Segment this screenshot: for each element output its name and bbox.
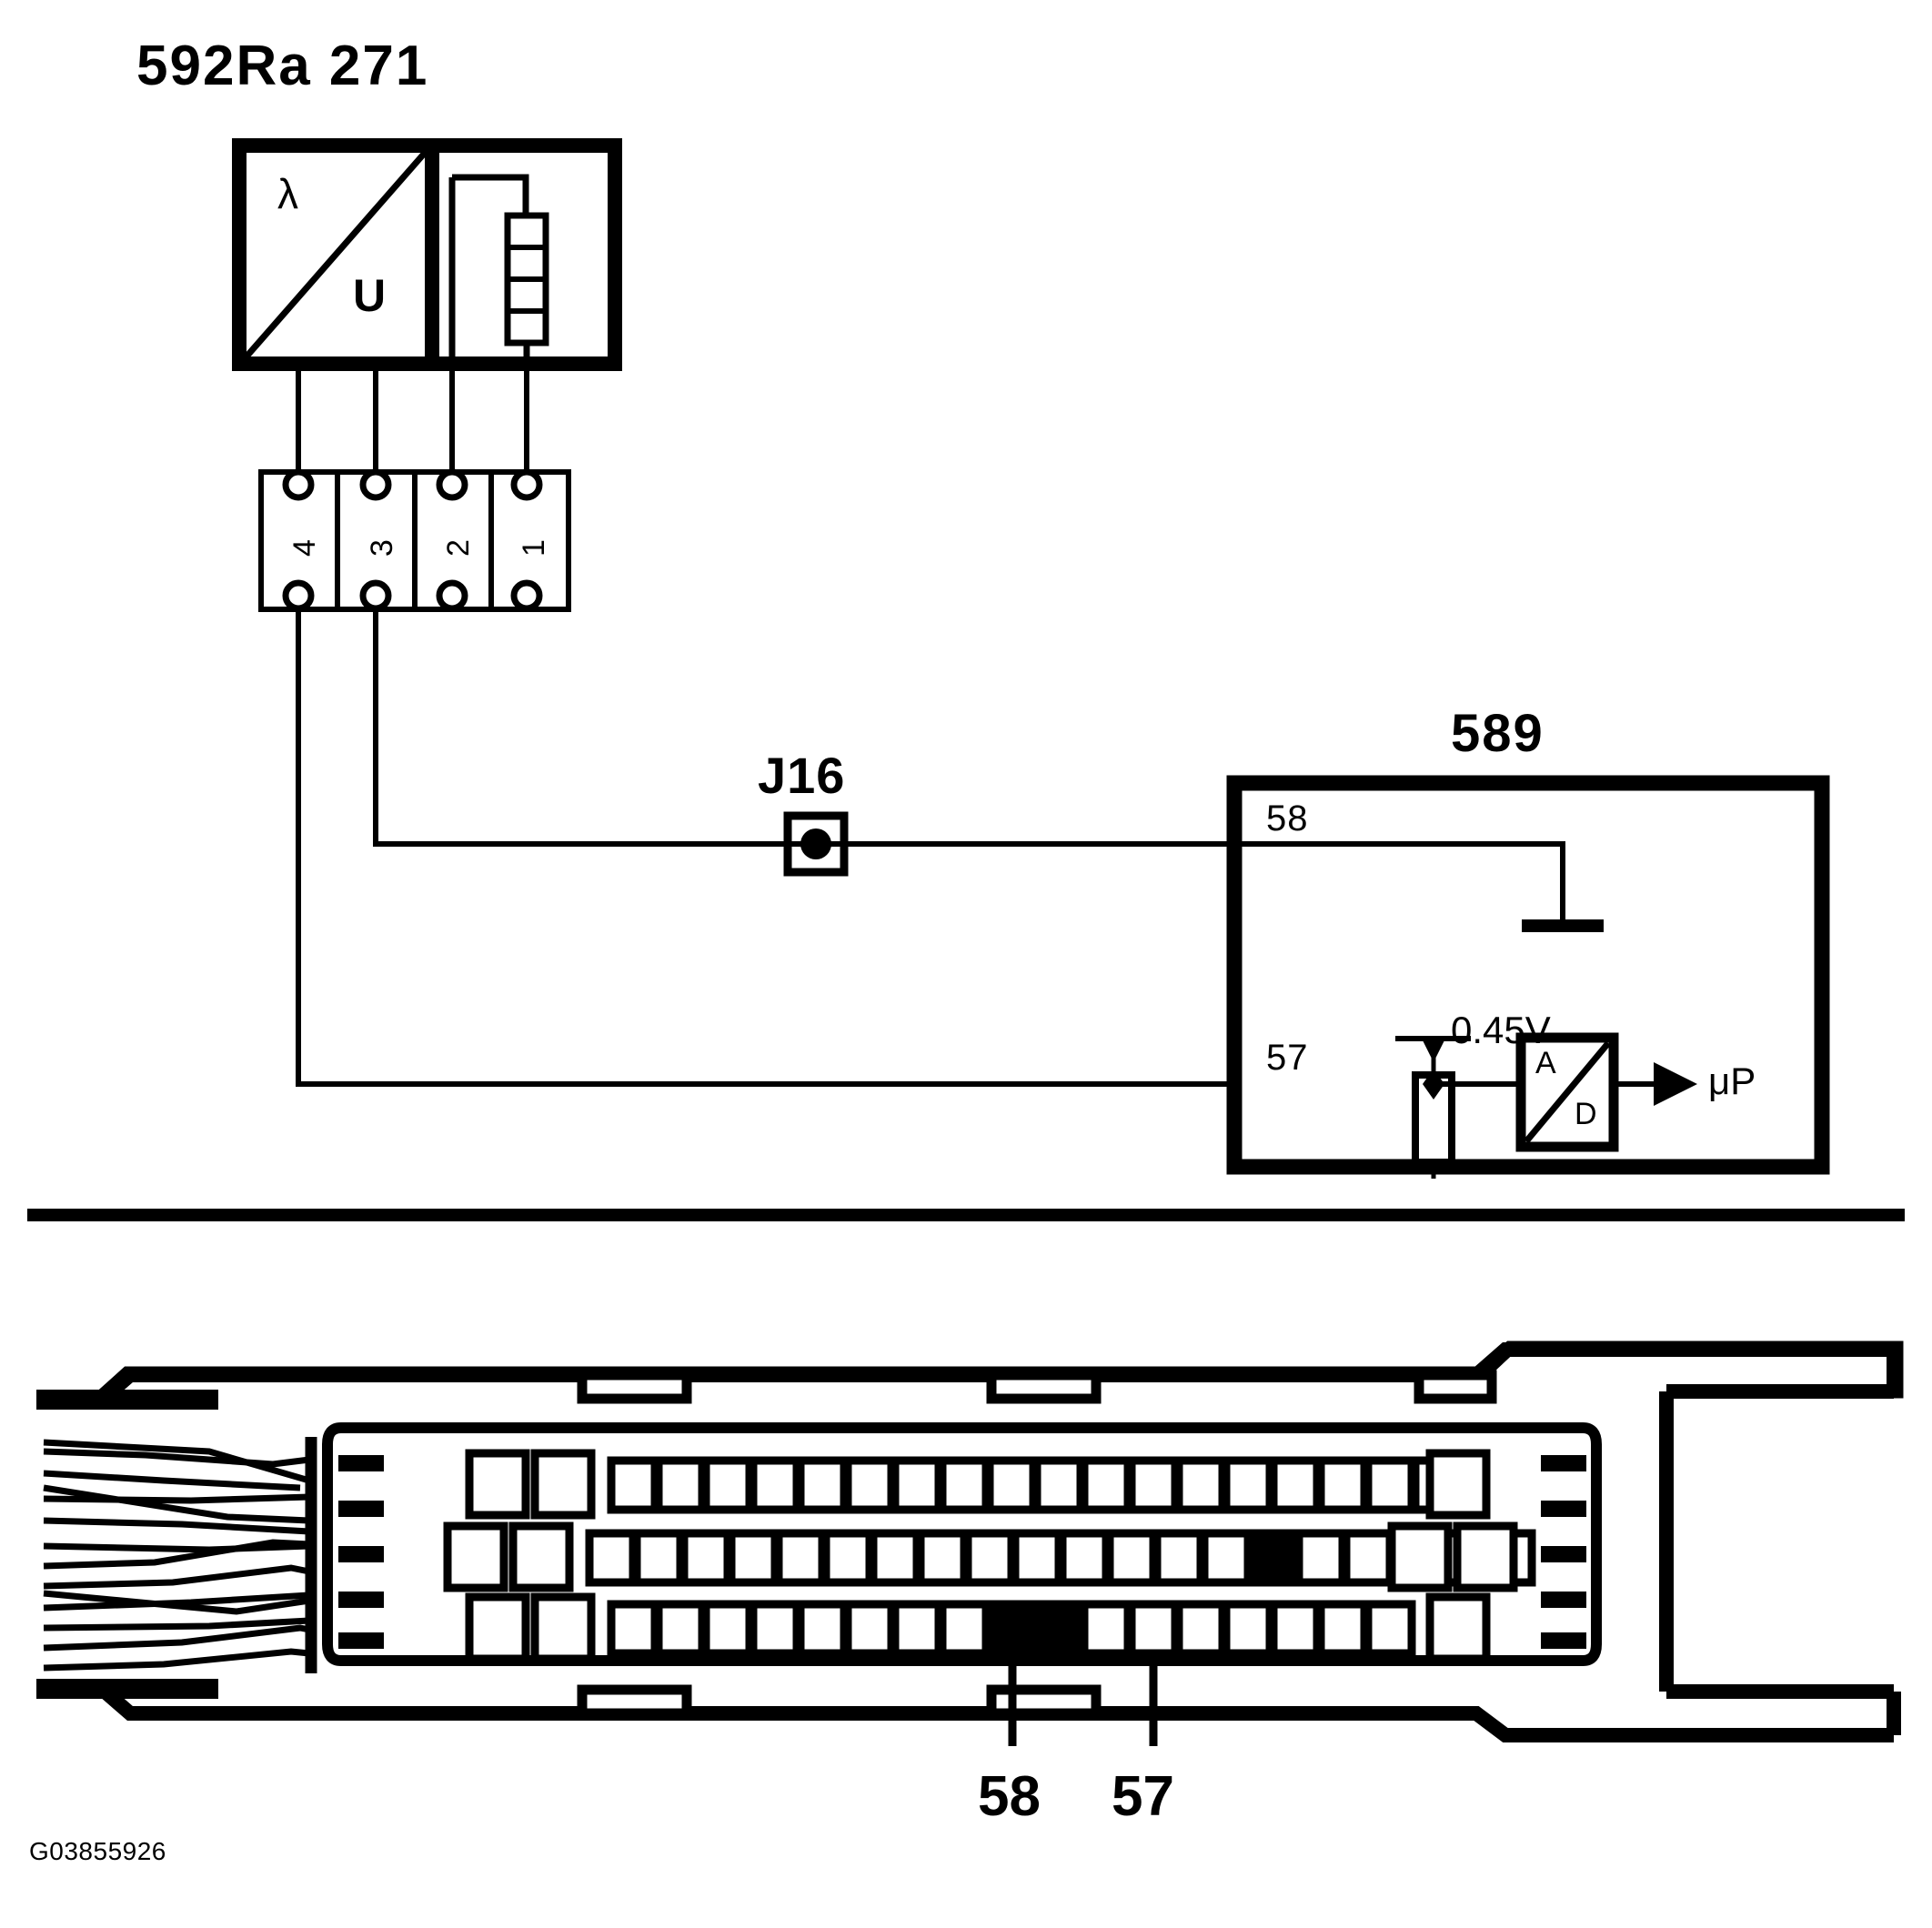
uP-arrow (1654, 1062, 1697, 1106)
latch-finger-5 (338, 1632, 384, 1649)
processor-label: μP (1708, 1059, 1756, 1102)
latch-finger-r5 (1541, 1632, 1586, 1649)
latch-finger-4 (338, 1592, 384, 1608)
callout-leaders (1008, 1610, 1158, 1746)
terminal-bottom-2 (436, 579, 468, 612)
connector-physical-view (36, 1341, 1904, 1746)
connector-pin-label-2: 2 (441, 539, 476, 557)
housing-tab-1 (577, 1370, 692, 1404)
connector-pin-label-3: 3 (365, 539, 399, 557)
ecu-pin58-run (1242, 841, 1565, 923)
latch-fingers-right (1541, 1455, 1586, 1649)
wire-57-group (296, 608, 1242, 1087)
wire-57-run (296, 608, 1242, 1087)
ecu-pin-label-57: 57 (1266, 1038, 1309, 1078)
terminal-top-2 (436, 468, 468, 501)
connector-body-inner (322, 1422, 1602, 1666)
terminal-top-1 (510, 468, 543, 501)
latch-fingers-left (338, 1455, 384, 1649)
terminal-top-3 (359, 468, 392, 501)
housing-outline-bottom (38, 1682, 1894, 1742)
wire-58-group (373, 608, 1242, 847)
latch-finger-r4 (1541, 1592, 1586, 1608)
terminal-bottom-1 (510, 579, 543, 612)
wire-58-left-run (373, 608, 788, 847)
latch-finger-r3 (1541, 1546, 1586, 1562)
heater-top-lead (452, 174, 529, 216)
housing-tab-b2 (986, 1684, 1102, 1719)
harness-sheath-top (36, 1390, 218, 1410)
ecu-outline (1226, 775, 1830, 1175)
latch-finger-2 (338, 1501, 384, 1517)
connector-4way-group (258, 468, 571, 612)
sensor-diagonal (244, 150, 428, 359)
housing-outline-top (38, 1342, 1894, 1406)
connector-callout-58: 58 (978, 1765, 1041, 1828)
sensor-block-title: 592Ra 271 (136, 35, 429, 97)
ad-converter-diagonal (1524, 1040, 1611, 1144)
wire-harness (43, 1439, 310, 1672)
connector-callout-57: 57 (1112, 1765, 1174, 1828)
figure-id: G03855926 (29, 1837, 166, 1865)
latch-finger-r1 (1541, 1455, 1586, 1471)
housing-tab-2 (986, 1370, 1102, 1404)
terminal-bottom-4 (282, 579, 315, 612)
housing-tab-3 (1414, 1370, 1497, 1404)
splice-dot (800, 828, 831, 859)
converter-output-label: D (1575, 1097, 1597, 1131)
connector-pin-label-4: 4 (287, 539, 322, 557)
ecu-title: 589 (1451, 704, 1545, 763)
housing-tab-b1 (577, 1684, 692, 1719)
ecu-box-group (1226, 775, 1830, 1179)
reference-voltage-label: 0.45V (1451, 1009, 1551, 1051)
voltage-symbol: U (353, 270, 387, 321)
terminal-top-4 (282, 468, 315, 501)
terminal-bottom-3 (359, 579, 392, 612)
splice-label-j16: J16 (758, 747, 846, 804)
ecu-pin-label-58: 58 (1266, 798, 1309, 838)
connector-pin-label-1: 1 (517, 539, 551, 557)
harness-sheath-bottom (36, 1679, 218, 1699)
splice-j16-group (783, 811, 849, 877)
latch-finger-3 (338, 1546, 384, 1562)
latch-finger-r2 (1541, 1501, 1586, 1517)
lambda-symbol: λ (277, 170, 298, 217)
latch-finger-1 (338, 1455, 384, 1471)
converter-input-label: A (1535, 1046, 1556, 1080)
sensor-block-group (232, 138, 622, 371)
sensor-to-connector-leads (296, 364, 529, 472)
